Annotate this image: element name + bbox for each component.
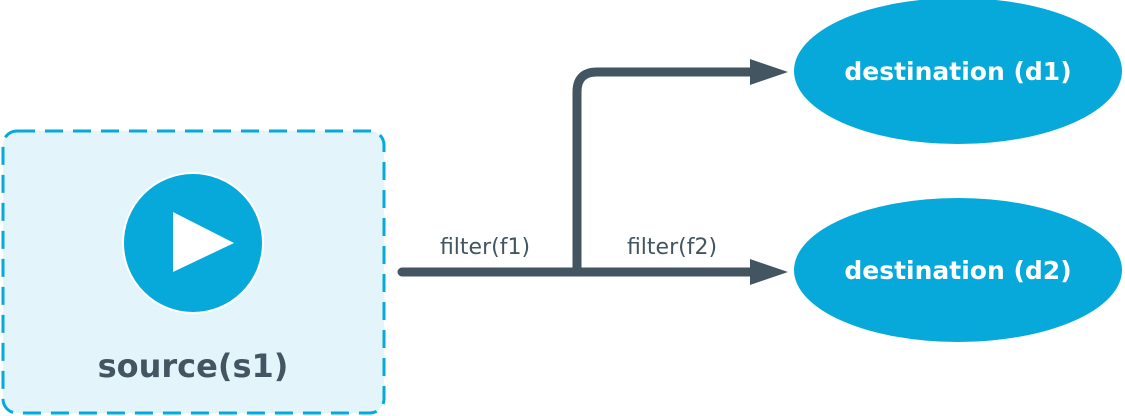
destination-node-d2[interactable]: destination (d2) (794, 198, 1122, 342)
arrowhead-d1 (750, 59, 788, 85)
source-label: source(s1) (98, 347, 289, 385)
edge-label-f1: filter(f1) (440, 235, 530, 260)
destination-node-d1[interactable]: destination (d1) (794, 0, 1122, 144)
arrowhead-d2 (750, 259, 788, 285)
play-icon (173, 212, 234, 272)
source-node[interactable]: source(s1) (1, 129, 386, 415)
destination-ellipse-d1 (794, 0, 1122, 144)
destination-ellipse-d2 (794, 198, 1122, 342)
edges: filter(f1) filter(f2) (397, 59, 788, 285)
destination-label-d1: destination (d1) (844, 57, 1071, 86)
destination-label-d2: destination (d2) (844, 256, 1071, 285)
edge-label-f2: filter(f2) (627, 235, 717, 260)
edge-junction-to-d1 (572, 67, 760, 277)
